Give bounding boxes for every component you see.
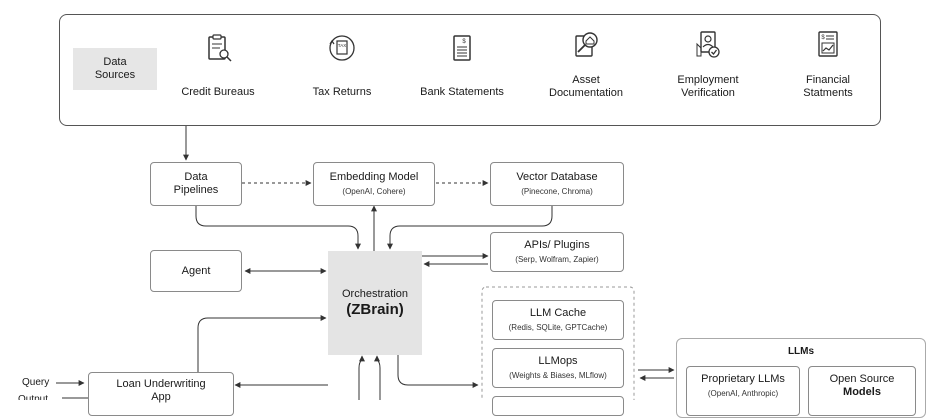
proprietary-llms-node: Proprietary LLMs (OpenAI, Anthropic) bbox=[686, 366, 800, 416]
proprietary-llms-title: Proprietary LLMs bbox=[701, 373, 785, 385]
svg-text:TAX: TAX bbox=[338, 43, 346, 48]
loan-app-line1: Loan Underwriting bbox=[116, 378, 206, 390]
source-label-asset-line2: Documentation bbox=[549, 87, 623, 99]
query-label: Query bbox=[22, 377, 50, 388]
arrow-vectordb-to-orchestration bbox=[387, 206, 553, 250]
source-item-financial-statments: $ Financial Statments bbox=[776, 28, 880, 112]
llmops-node: LLMops (Weights & Biases, MLflow) bbox=[492, 348, 624, 388]
agent-node: Agent bbox=[150, 250, 242, 292]
llm-cache-subtitle: (Redis, SQLite, GPTCache) bbox=[508, 323, 608, 332]
source-label-credit-bureaus: Credit Bureaus bbox=[181, 86, 255, 98]
source-label-financial-line1: Financial bbox=[805, 74, 851, 86]
arrow-pipelines-to-orchestration bbox=[195, 206, 361, 250]
data-sources-label: Data Sources bbox=[73, 48, 157, 90]
proprietary-llms-subtitle: (OpenAI, Anthropic) bbox=[707, 389, 779, 398]
source-item-employment-verification: Employment Verification bbox=[656, 28, 760, 112]
embedding-model-node: Embedding Model (OpenAI, Cohere) bbox=[313, 162, 435, 206]
llms-panel-title: LLMs bbox=[787, 346, 815, 357]
source-item-bank-statements: $ Bank Statements bbox=[410, 32, 514, 112]
vector-database-node: Vector Database (Pinecone, Chroma) bbox=[490, 162, 624, 206]
data-sources-label-line2: Sources bbox=[94, 69, 136, 81]
open-source-models-node: Open Source Models bbox=[808, 366, 916, 416]
orchestration-title: Orchestration bbox=[341, 288, 409, 300]
svg-text:$: $ bbox=[462, 39, 466, 45]
arrow-bottom-to-orchestration-2 bbox=[374, 355, 381, 400]
apis-plugins-node: APIs/ Plugins (Serp, Wolfram, Zapier) bbox=[490, 232, 624, 272]
source-item-credit-bureaus: Credit Bureaus bbox=[168, 32, 268, 112]
data-pipelines-line1: Data bbox=[184, 171, 208, 183]
source-item-tax-returns: TAX Tax Returns bbox=[292, 32, 392, 112]
llm-group-third-node bbox=[492, 396, 624, 416]
source-label-financial-line2: Statments bbox=[803, 87, 853, 99]
open-source-line1: Open Source bbox=[829, 373, 895, 385]
svg-text:$: $ bbox=[821, 35, 825, 41]
financial-chart-icon: $ bbox=[818, 31, 838, 57]
asset-search-icon bbox=[575, 32, 598, 57]
embedding-model-subtitle: (OpenAI, Cohere) bbox=[342, 187, 406, 196]
orchestration-node: Orchestration (ZBrain) bbox=[328, 251, 422, 355]
output-label: Output bbox=[18, 394, 49, 405]
arrow-loanapp-to-orchestration bbox=[197, 315, 327, 372]
llm-cache-node: LLM Cache (Redis, SQLite, GPTCache) bbox=[492, 300, 624, 340]
source-label-tax-returns: Tax Returns bbox=[312, 86, 372, 98]
data-pipelines-node: Data Pipelines bbox=[150, 162, 242, 206]
loan-underwriting-app-node: Loan Underwriting App bbox=[88, 372, 234, 416]
data-sources-label-line1: Data bbox=[103, 56, 127, 68]
clipboard-icon bbox=[208, 34, 232, 62]
orchestration-subtitle: (ZBrain) bbox=[346, 301, 404, 318]
source-label-bank-statements: Bank Statements bbox=[420, 86, 504, 98]
source-item-asset-documentation: Asset Documentation bbox=[534, 28, 638, 112]
source-label-employment-line1: Employment bbox=[677, 74, 739, 86]
vector-database-title: Vector Database bbox=[516, 171, 598, 183]
source-label-asset-line1: Asset bbox=[572, 74, 600, 86]
agent-title: Agent bbox=[181, 264, 211, 277]
employment-icon bbox=[696, 31, 720, 58]
llm-cache-title: LLM Cache bbox=[529, 307, 587, 319]
loan-app-line2: App bbox=[151, 391, 171, 403]
llmops-title: LLMops bbox=[538, 355, 578, 367]
document-icon: $ bbox=[453, 35, 471, 61]
source-label-employment-line2: Verification bbox=[681, 87, 735, 99]
arrow-bottom-to-orchestration-1 bbox=[358, 355, 365, 400]
llm-tools-group bbox=[481, 286, 635, 400]
connector-layer bbox=[56, 126, 675, 400]
open-source-line2: Models bbox=[843, 386, 881, 398]
data-pipelines-line2: Pipelines bbox=[173, 184, 219, 196]
arrow-orchestration-to-llmgroup bbox=[397, 355, 479, 388]
apis-plugins-title: APIs/ Plugins bbox=[524, 239, 590, 251]
vector-database-subtitle: (Pinecone, Chroma) bbox=[521, 187, 593, 196]
apis-plugins-subtitle: (Serp, Wolfram, Zapier) bbox=[515, 255, 599, 264]
data-sources-panel bbox=[59, 14, 881, 126]
embedding-model-title: Embedding Model bbox=[329, 171, 419, 183]
tax-icon: TAX bbox=[329, 35, 355, 61]
llmops-subtitle: (Weights & Biases, MLflow) bbox=[509, 371, 607, 380]
